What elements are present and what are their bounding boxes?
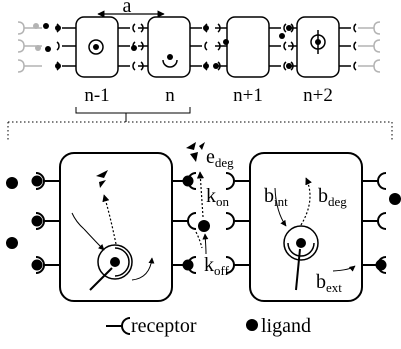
top-cell-n-plus-1 <box>213 16 287 78</box>
faded-left-cell <box>17 21 42 73</box>
rate-b-deg: bdeg <box>318 185 347 209</box>
zoom-guides <box>7 121 393 142</box>
top-cell-n-minus-1 <box>43 16 137 78</box>
cell-label-n-plus-2: n+2 <box>303 85 333 106</box>
right-cell-left-receptors <box>225 172 250 274</box>
free-ligand <box>198 220 210 232</box>
free-ligand <box>6 177 18 189</box>
legend-ligand-label: ligand <box>261 315 311 337</box>
detail-view: edeg kon koff bint bdeg bext <box>6 142 401 302</box>
spacing-label: a <box>123 0 132 17</box>
right-cell-right-receptors <box>362 172 387 274</box>
rate-k-on: kon <box>206 185 230 209</box>
bound-ligand <box>375 259 387 271</box>
bound-ligand <box>31 215 43 227</box>
left-cell-left-receptors <box>35 172 60 274</box>
free-ligand <box>389 193 401 205</box>
legend-receptor-label: receptor <box>131 315 197 337</box>
faded-left-ligands <box>33 23 41 51</box>
rate-b-ext: bext <box>316 271 342 295</box>
degraded-fragment-icon <box>96 170 108 188</box>
top-cell-n-plus-2 <box>279 16 357 78</box>
right-cell-internal <box>274 177 356 291</box>
top-cell-n <box>138 16 209 78</box>
bound-ligand <box>182 175 194 187</box>
bound-ligand <box>31 175 43 187</box>
top-row-schematic: a n-1 n n+1 n+2 <box>17 0 381 122</box>
rate-k-off: koff <box>204 254 230 278</box>
rate-e-deg: edeg <box>206 146 234 170</box>
detail-cell-left <box>59 152 173 302</box>
selection-bracket <box>75 107 191 114</box>
detail-cell-right <box>249 152 363 302</box>
left-cell-internal <box>71 170 155 291</box>
bound-ligand <box>31 259 43 271</box>
rate-b-int: bint <box>264 185 288 209</box>
degraded-fragment-icon <box>186 142 205 162</box>
faded-right-cell <box>358 21 381 73</box>
cell-label-n-plus-1: n+1 <box>233 85 263 106</box>
free-ligand <box>6 237 18 249</box>
ligand-legend-symbol <box>246 319 258 331</box>
cell-label-n-minus-1: n-1 <box>84 85 109 106</box>
receptor-legend-symbol <box>121 317 131 335</box>
legend: receptor ligand <box>106 315 311 337</box>
bound-ligand <box>182 259 194 271</box>
exchange-region <box>186 142 210 255</box>
cell-label-n: n <box>165 85 175 106</box>
left-cell-right-receptors <box>172 172 197 274</box>
